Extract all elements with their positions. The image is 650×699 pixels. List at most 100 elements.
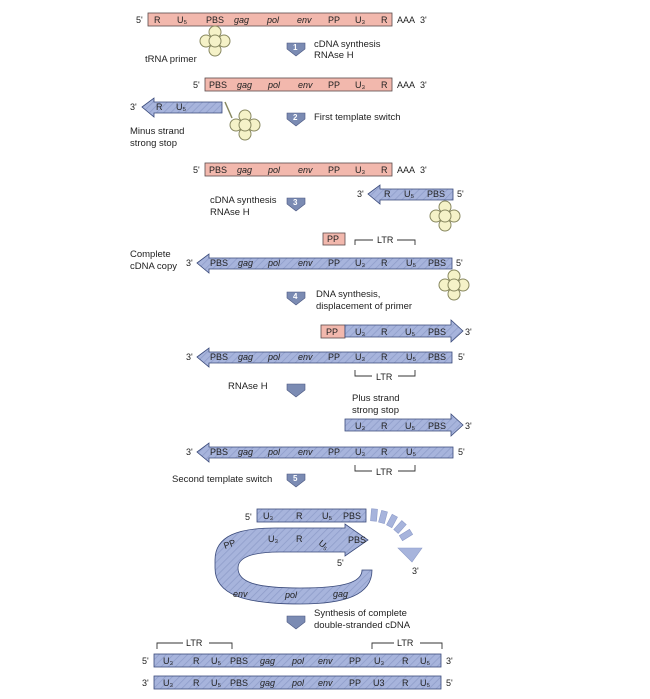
svg-text:gag: gag (238, 352, 253, 362)
svg-text:PBS: PBS (428, 258, 446, 268)
svg-text:pol: pol (267, 352, 281, 362)
svg-text:pol: pol (284, 590, 298, 600)
svg-text:5': 5' (456, 258, 463, 268)
svg-text:R: R (193, 678, 200, 688)
step-4: 4 DNA synthesis, displacement of primer (286, 289, 412, 312)
row1-3prime: 3' (420, 15, 427, 25)
step-5: Second template switch 5 (172, 473, 306, 488)
svg-text:PP: PP (349, 656, 361, 666)
svg-text:3': 3' (186, 352, 193, 362)
svg-text:R: R (402, 656, 409, 666)
svg-text:U₅: U₅ (405, 327, 415, 337)
svg-text:4: 4 (293, 292, 298, 301)
svg-text:PBS: PBS (209, 80, 227, 90)
svg-text:Second template switch: Second template switch (172, 474, 272, 485)
svg-text:U₅: U₅ (420, 678, 430, 688)
svg-text:pol: pol (267, 80, 281, 90)
svg-text:U₅: U₅ (406, 352, 416, 362)
svg-text:Minus strand: Minus strand (130, 126, 184, 137)
svg-text:R: R (381, 80, 388, 90)
svg-text:R: R (381, 447, 388, 457)
svg-text:3': 3' (446, 656, 453, 666)
svg-text:3: 3 (293, 198, 298, 207)
row7-circular-intermediate: 5' U₃ R U₅ PBS 3' PP U₃ R U₅ PBS 5' env … (214, 508, 423, 605)
svg-text:U₅: U₅ (176, 102, 186, 112)
minus-strand-arrow (141, 97, 223, 118)
svg-text:U₃: U₃ (263, 511, 273, 521)
svg-text:5': 5' (458, 447, 465, 457)
svg-text:R: R (381, 165, 388, 175)
svg-text:5': 5' (193, 80, 200, 90)
svg-text:3': 3' (420, 80, 427, 90)
svg-text:RNAse H: RNAse H (210, 207, 250, 218)
svg-text:R: R (381, 352, 388, 362)
svg-text:U₅: U₅ (420, 656, 430, 666)
svg-text:Synthesis of complete: Synthesis of complete (314, 608, 407, 619)
svg-text:LTR: LTR (397, 638, 414, 648)
svg-text:Plus strand: Plus strand (352, 393, 400, 404)
svg-text:R: R (381, 421, 388, 431)
svg-text:R: R (384, 189, 391, 199)
svg-text:5': 5' (446, 678, 453, 688)
svg-text:5': 5' (193, 165, 200, 175)
svg-text:U₅: U₅ (404, 189, 414, 199)
trna-primer-label: tRNA primer (145, 54, 197, 65)
svg-text:pol: pol (291, 678, 305, 688)
svg-text:3': 3' (142, 678, 149, 688)
svg-text:PP: PP (328, 447, 340, 457)
row3: 5' PBS gag pol env PP U₃ R AAA 3' 3' R U… (193, 162, 464, 232)
svg-text:PP: PP (326, 327, 338, 337)
svg-text:3': 3' (186, 447, 193, 457)
svg-text:gag: gag (237, 80, 252, 90)
row1-PP: PP (328, 15, 340, 25)
row1-pol: pol (266, 15, 280, 25)
svg-text:pol: pol (267, 165, 281, 175)
svg-text:U3: U3 (373, 678, 385, 688)
row1-viral-rna: 5' R U₅ PBS gag pol env PP U₃ R AAA 3' t… (136, 12, 427, 65)
svg-text:env: env (298, 447, 313, 457)
row1-R: R (154, 15, 161, 25)
svg-text:R: R (296, 534, 303, 544)
svg-text:U₃: U₃ (268, 534, 278, 544)
svg-text:U₃: U₃ (355, 165, 365, 175)
svg-text:3': 3' (412, 566, 419, 576)
trna-primer-icon (199, 25, 231, 57)
svg-text:U₅: U₅ (211, 656, 221, 666)
svg-text:gag: gag (237, 165, 252, 175)
svg-text:U₃: U₃ (355, 258, 365, 268)
svg-text:PBS: PBS (343, 511, 361, 521)
svg-text:displacement of primer: displacement of primer (316, 301, 412, 312)
svg-text:PBS: PBS (348, 535, 366, 545)
svg-text:gag: gag (260, 656, 275, 666)
svg-text:LTR: LTR (186, 638, 203, 648)
svg-text:1: 1 (293, 43, 298, 52)
svg-text:R: R (193, 656, 200, 666)
svg-text:5': 5' (142, 656, 149, 666)
row1-env: env (297, 15, 312, 25)
svg-text:U₅: U₅ (405, 421, 415, 431)
svg-text:cDNA synthesis: cDNA synthesis (210, 195, 277, 206)
step1-caption-b: RNAse H (314, 50, 354, 61)
final-step: Synthesis of complete double-stranded cD… (286, 608, 411, 631)
svg-text:5': 5' (458, 352, 465, 362)
svg-text:Complete: Complete (130, 249, 171, 260)
svg-text:U₅: U₅ (406, 258, 416, 268)
svg-text:PP: PP (328, 352, 340, 362)
svg-text:AAA: AAA (397, 165, 415, 175)
step-3: 3 cDNA synthesis RNAse H (210, 195, 306, 218)
svg-text:3': 3' (465, 327, 472, 337)
trna-icon-row4 (438, 269, 470, 301)
svg-text:R: R (156, 102, 163, 112)
svg-text:U₃: U₃ (355, 80, 365, 90)
rnase-h-step: RNAse H (228, 381, 306, 398)
svg-text:strong stop: strong stop (130, 138, 177, 149)
svg-text:3': 3' (465, 421, 472, 431)
svg-text:R: R (381, 258, 388, 268)
svg-text:R: R (402, 678, 409, 688)
svg-text:env: env (298, 165, 313, 175)
row1-PBS: PBS (206, 15, 224, 25)
svg-text:cDNA copy: cDNA copy (130, 261, 177, 272)
svg-text:PBS: PBS (210, 447, 228, 457)
svg-text:U₅: U₅ (406, 447, 416, 457)
svg-text:PBS: PBS (210, 352, 228, 362)
